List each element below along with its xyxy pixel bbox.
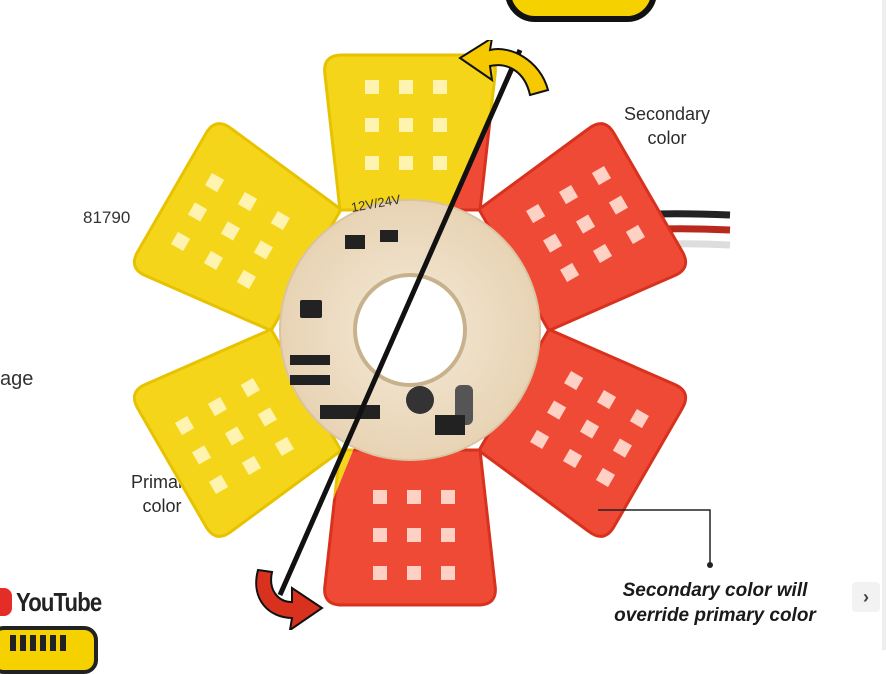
led-chip: [579, 419, 600, 439]
primary-label-line2: color: [142, 496, 182, 516]
led-chip: [399, 80, 413, 94]
led-chip: [207, 396, 228, 417]
led-chip: [274, 436, 294, 456]
led-chip: [543, 233, 563, 253]
page-edge: [882, 0, 886, 650]
top-badge-decoration: [505, 0, 657, 22]
led-chip: [253, 240, 273, 260]
led-chip: [373, 566, 387, 580]
next-slide-button[interactable]: ›: [852, 582, 880, 612]
led-chip: [373, 490, 387, 504]
chevron-right-icon: ›: [863, 586, 869, 607]
led-chip: [240, 377, 260, 398]
led-chip: [270, 210, 290, 231]
rotate-arrow-secondary-icon: [255, 568, 324, 630]
callout-line: [598, 509, 711, 565]
led-chip: [236, 269, 256, 289]
led-chip: [433, 80, 447, 94]
led-chip: [591, 166, 612, 186]
led-chip: [407, 566, 421, 580]
led-chip: [170, 231, 191, 251]
led-chip: [433, 118, 447, 132]
qr-code-icon: [10, 635, 70, 651]
led-chip: [608, 195, 629, 215]
led-chip: [596, 390, 617, 410]
led-chip: [526, 204, 546, 224]
led-chip: [629, 409, 650, 429]
led-chip: [204, 172, 225, 193]
led-chip: [241, 455, 262, 475]
led-chip: [560, 262, 580, 283]
youtube-logo[interactable]: YouTube: [0, 585, 116, 619]
part-number: 81790: [83, 208, 131, 227]
led-chip: [625, 224, 646, 245]
led-chip: [237, 191, 258, 212]
led-chip: [441, 528, 455, 542]
led-chip: [365, 80, 379, 94]
led-chip: [203, 250, 224, 270]
youtube-wordmark: YouTube: [16, 586, 102, 617]
led-chip: [399, 156, 413, 170]
led-chip: [373, 528, 387, 542]
secondary-label-line2: color: [647, 128, 687, 148]
led-chip: [257, 407, 277, 427]
led-chip: [547, 400, 567, 420]
override-note: Secondary color will override primary co…: [590, 578, 840, 628]
led-chip: [399, 118, 413, 132]
led-chip: [564, 371, 584, 391]
youtube-play-icon: [0, 588, 12, 616]
secondary-label-line1: Secondary: [623, 104, 711, 124]
color-divider-line: [277, 48, 523, 597]
board-components: [290, 230, 473, 435]
override-note-line1: Secondary color will: [622, 580, 808, 601]
led-chip: [441, 566, 455, 580]
led-chip: [208, 474, 229, 494]
rotate-arrow-primary-icon: [458, 40, 550, 97]
led-chip: [592, 243, 613, 264]
led-chip: [612, 438, 633, 458]
led-chip: [365, 156, 379, 170]
led-board-illustration: 12V/24V: [132, 40, 731, 630]
led-chip: [562, 448, 583, 469]
led-chip: [441, 490, 455, 504]
led-petal: [323, 448, 497, 607]
secondary-color-label: Secondary color: [612, 102, 722, 150]
led-petal: [323, 53, 497, 212]
led-chip: [187, 202, 208, 222]
led-chip: [407, 528, 421, 542]
led-chip: [595, 467, 616, 488]
led-chip: [365, 118, 379, 132]
center-hole: [353, 273, 467, 387]
led-chip: [433, 156, 447, 170]
led-chip: [575, 214, 596, 234]
led-chip: [224, 426, 245, 446]
override-note-line2: override primary color: [614, 605, 816, 626]
callout-dot: [707, 562, 713, 568]
qr-code-badge[interactable]: [0, 626, 98, 674]
led-chip: [220, 221, 241, 241]
cropped-text: age: [0, 368, 34, 390]
led-chip: [407, 490, 421, 504]
led-chip: [191, 445, 212, 465]
led-chip: [174, 415, 195, 436]
led-chip: [530, 429, 550, 450]
led-chip: [558, 185, 579, 205]
